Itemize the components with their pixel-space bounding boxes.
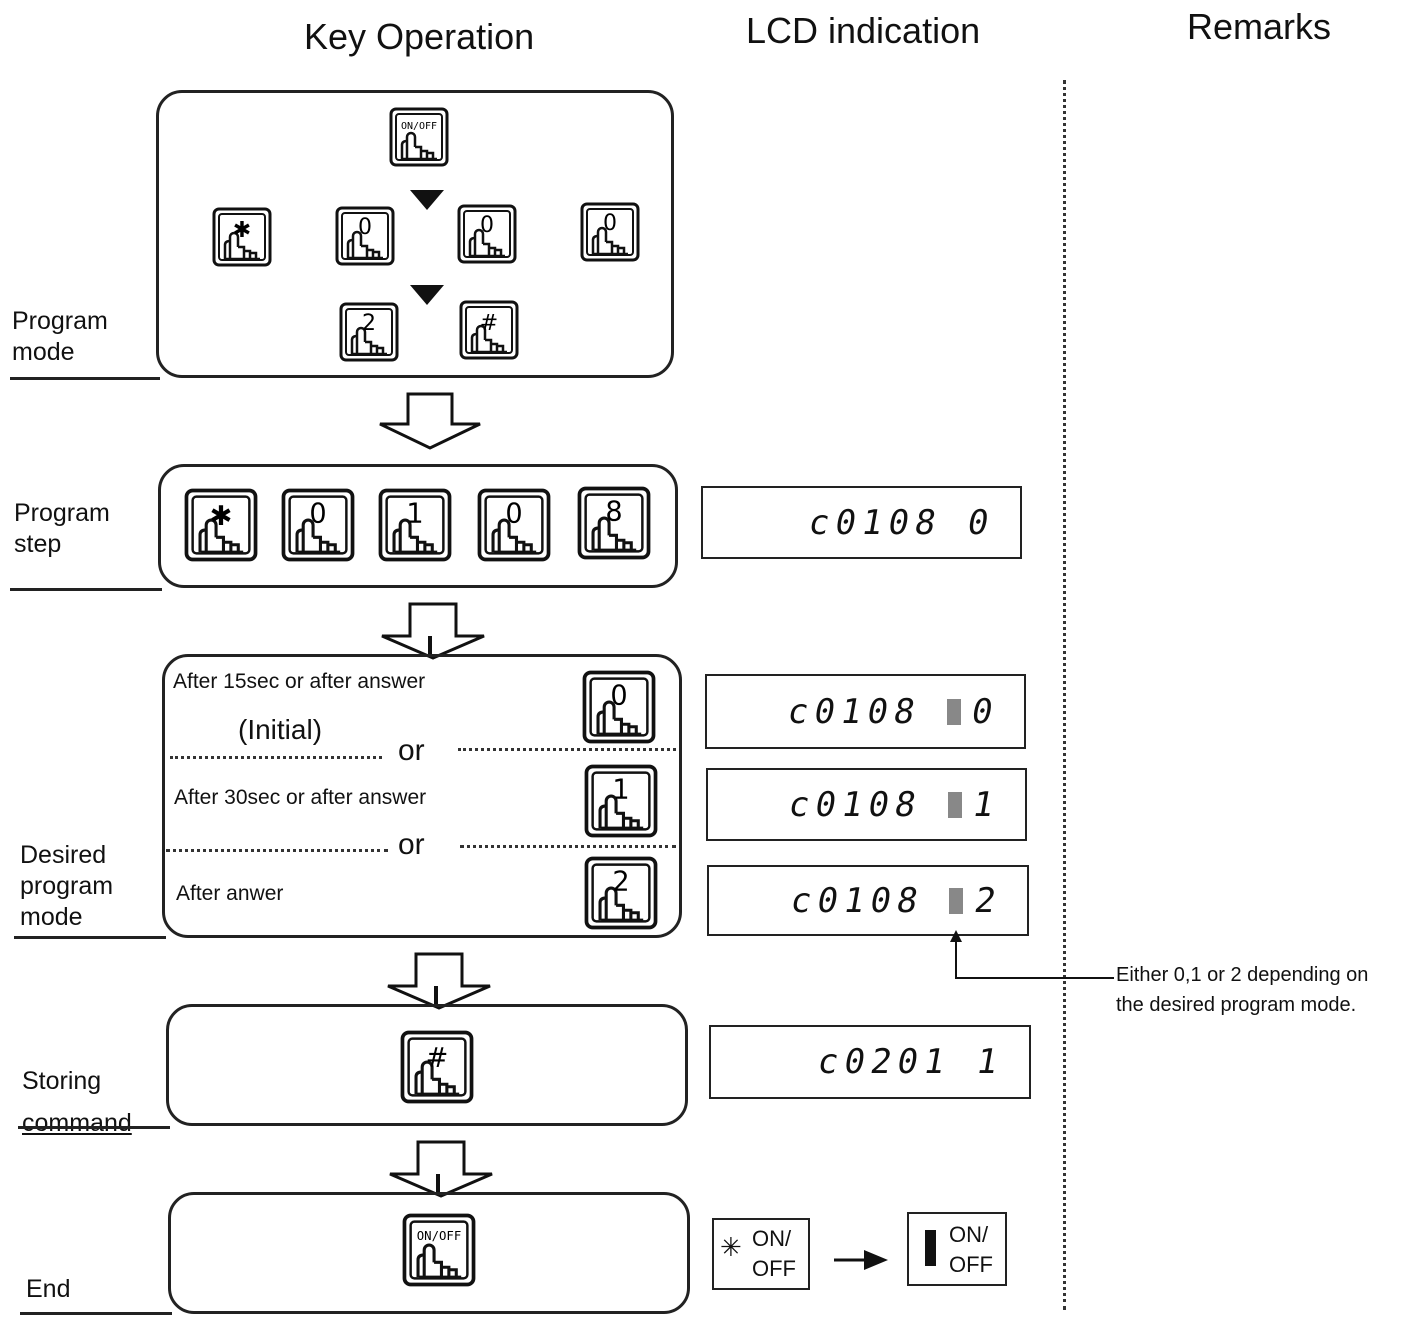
zero-key[interactable]: 0 [580,202,640,262]
step-rule [10,588,162,591]
svg-text:1: 1 [612,775,629,806]
lcd-option-0: c0108 0 [705,674,1026,749]
down-triangle-icon [410,190,444,210]
svg-text:#: # [426,1043,449,1074]
star-key[interactable]: ✱ [212,207,272,267]
option-30sec-label: After 30sec or after answer [174,786,427,809]
down-arrow-icon [378,392,482,450]
svg-text:1: 1 [406,499,423,530]
eight-key[interactable]: 8 [577,486,651,560]
star-key[interactable]: ✱ [184,488,258,562]
lcd-storing: c0201 1 [709,1025,1031,1099]
hash-key[interactable]: # [400,1030,474,1104]
step-rule [14,936,166,939]
on-off-key[interactable]: ON/OFF [389,107,449,167]
down-arrow-icon [380,602,486,660]
svg-text:✱: ✱ [210,501,233,532]
dotted-separator [460,845,676,848]
dotted-separator [458,748,676,751]
down-arrow-icon [388,1140,494,1198]
svg-text:0: 0 [358,215,372,240]
program-mode-panel [156,90,674,378]
svg-text:0: 0 [480,213,494,238]
option-after-answer-label: After anwer [176,882,284,905]
step-rule [18,1126,170,1129]
dotted-separator [166,849,388,852]
steady-bar-icon [925,1230,936,1266]
remarks-divider [1063,80,1066,1310]
svg-text:ON/OFF: ON/OFF [401,121,437,132]
or-label: or [398,734,425,767]
hash-key[interactable]: # [459,300,519,360]
two-key[interactable]: 2 [339,302,399,362]
dotted-separator [170,756,382,759]
svg-text:✱: ✱ [233,218,251,243]
end-panel [168,1192,690,1314]
right-arrow-icon [834,1250,890,1275]
zero-key[interactable]: 0 [457,204,517,264]
remark-pointer [946,930,1116,987]
cursor-block [947,698,961,725]
svg-text:#: # [480,311,498,336]
step-rule [10,377,160,380]
step-rule [20,1312,172,1315]
down-arrow-icon [386,952,492,1010]
blink-icon: ✳ [720,1232,742,1262]
desired-mode-panel [162,654,682,938]
on-off-indicator-blinking: ✳ ON/ OFF [712,1218,810,1290]
svg-text:0: 0 [603,211,617,236]
header-lcd-indication: LCD indication [746,10,981,51]
zero-key[interactable]: 0 [582,670,656,744]
lcd-option-1: c0108 1 [706,768,1027,841]
lcd-option-2: c0108 2 [707,865,1029,936]
option-15sec-label: After 15sec or after answer [173,670,426,693]
one-key[interactable]: 1 [584,764,658,838]
lcd-program-step: c0108 0 [701,486,1022,559]
program-step-panel [158,464,678,588]
svg-text:8: 8 [605,497,622,528]
initial-label: (Initial) [238,714,323,745]
header-key-operation: Key Operation [304,16,535,57]
zero-key[interactable]: 0 [335,206,395,266]
svg-text:0: 0 [610,681,627,712]
or-label: or [398,828,425,861]
zero-key[interactable]: 0 [281,488,355,562]
one-key[interactable]: 1 [378,488,452,562]
svg-text:ON/OFF: ON/OFF [417,1229,462,1243]
storing-panel [166,1004,688,1126]
svg-text:0: 0 [309,499,326,530]
svg-text:2: 2 [612,867,629,898]
on-off-key[interactable]: ON/OFF [402,1213,476,1287]
step-label-end: End [26,1275,71,1303]
svg-text:0: 0 [505,499,522,530]
down-triangle-icon [410,285,444,305]
zero-key[interactable]: 0 [477,488,551,562]
svg-text:2: 2 [362,311,376,336]
cursor-block [948,791,962,818]
on-off-indicator-steady: ON/ OFF [907,1212,1007,1286]
header-remarks: Remarks [1187,6,1332,47]
two-key[interactable]: 2 [584,856,658,930]
cursor-block [949,887,963,914]
